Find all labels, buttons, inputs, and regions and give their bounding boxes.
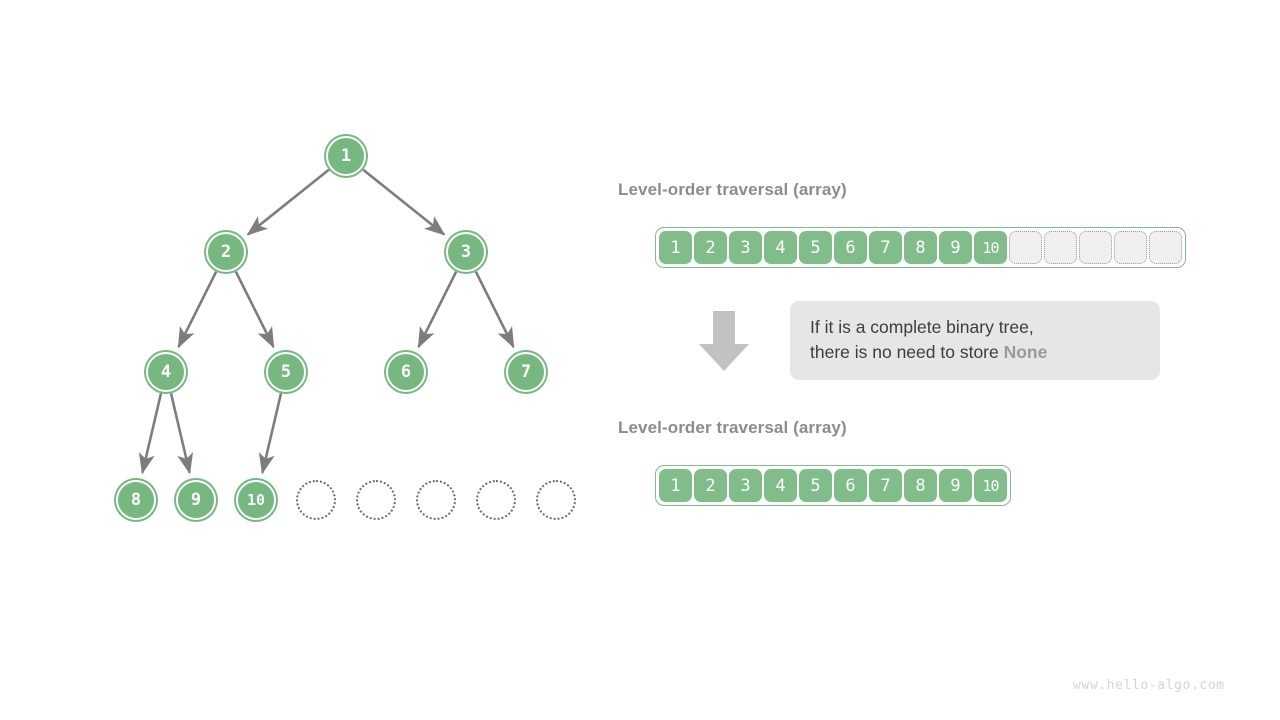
tree-edge (138, 393, 163, 475)
array-cell: 9 (939, 231, 972, 264)
tree-edges (138, 168, 515, 475)
array-cell: 8 (904, 231, 937, 264)
tree-node: 9 (176, 480, 216, 520)
tree-node-placeholder (476, 480, 516, 520)
tree-node: 4 (146, 352, 186, 392)
callout-none-keyword: None (1003, 342, 1048, 363)
panel-top-heading: Level-order traversal (array) (618, 180, 847, 199)
array-cell-empty (1079, 231, 1112, 264)
tree-edge (474, 271, 515, 349)
array-cell: 1 (659, 231, 692, 264)
array-cell: 6 (834, 231, 867, 264)
down-arrow-icon (699, 311, 749, 371)
tree-node: 3 (446, 232, 486, 272)
array-cell: 8 (904, 469, 937, 502)
tree-edge (246, 168, 330, 236)
array-cell-empty (1044, 231, 1077, 264)
panel-bottom-heading: Level-order traversal (array) (618, 418, 847, 437)
tree-edge (177, 271, 218, 349)
array-cell: 5 (799, 231, 832, 264)
array-cell: 6 (834, 469, 867, 502)
array-cell-empty (1009, 231, 1042, 264)
array-cell: 2 (694, 469, 727, 502)
array-cell-empty (1114, 231, 1147, 264)
callout-line-2-prefix: there is no need to store (810, 342, 1004, 363)
callout-line-2: there is no need to store None (810, 340, 1140, 365)
tree-node-placeholder (296, 480, 336, 520)
tree-edge (417, 271, 458, 349)
array-cell: 1 (659, 469, 692, 502)
callout-note: If it is a complete binary tree, there i… (790, 301, 1160, 380)
array-cell: 4 (764, 469, 797, 502)
array-cell: 2 (694, 231, 727, 264)
array-cell: 5 (799, 469, 832, 502)
watermark: www.hello-algo.com (1073, 678, 1225, 693)
tree-node: 2 (206, 232, 246, 272)
array-cell: 3 (729, 231, 762, 264)
tree-node-placeholder (356, 480, 396, 520)
tree-node-placeholder (416, 480, 456, 520)
array-cell: 10 (974, 469, 1007, 502)
tree-node: 7 (506, 352, 546, 392)
tree-edge (169, 393, 194, 475)
callout-line-1: If it is a complete binary tree, (810, 317, 1034, 337)
array-cell: 9 (939, 469, 972, 502)
tree-edge (234, 271, 275, 349)
tree-node-placeholder (536, 480, 576, 520)
tree-node: 8 (116, 480, 156, 520)
array-cell: 10 (974, 231, 1007, 264)
array-cell: 4 (764, 231, 797, 264)
tree-edge (362, 168, 446, 236)
tree-node: 5 (266, 352, 306, 392)
array-cell: 3 (729, 469, 762, 502)
tree-edge (258, 393, 283, 475)
tree-node: 10 (236, 480, 276, 520)
array-cell: 7 (869, 231, 902, 264)
tree-node: 6 (386, 352, 426, 392)
array-cell-empty (1149, 231, 1182, 264)
tree-node: 1 (326, 136, 366, 176)
array-cell: 7 (869, 469, 902, 502)
